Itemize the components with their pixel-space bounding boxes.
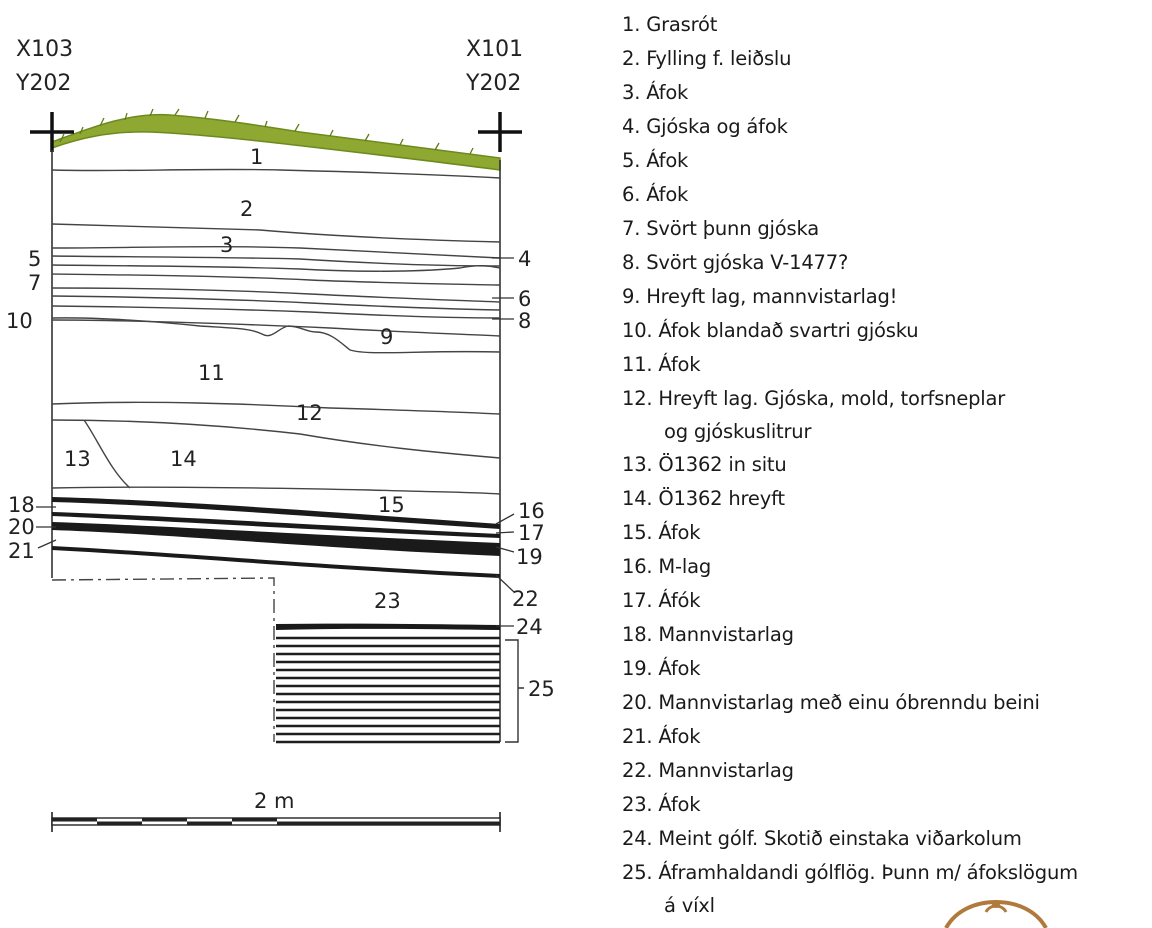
legend-text: 5. Áfok <box>622 149 689 172</box>
legend-text: 9. Hreyft lag, mannvistarlag! <box>622 285 898 308</box>
legend-text: 7. Svört þunn gjóska <box>622 217 819 240</box>
legend-text: 4. Gjóska og áfok <box>622 115 788 138</box>
leader-lines <box>36 257 515 627</box>
legend-item-2: 2. Fylling f. leiðslu <box>622 42 1147 76</box>
legend-text: 11. Áfok <box>622 353 701 376</box>
legend-item-14: 14. Ö1362 hreyft <box>622 482 1147 516</box>
legend-text: 2. Fylling f. leiðslu <box>622 47 792 70</box>
turf-texture <box>59 108 474 155</box>
legend-item-13: 13. Ö1362 in situ <box>622 448 1147 482</box>
layer-label-10: 10 <box>6 309 33 333</box>
legend-text: 21. Áfok <box>622 725 701 748</box>
layer-label-11: 11 <box>198 361 225 385</box>
datum-cross-left <box>30 112 74 152</box>
legend-item-16: 16. M-lag <box>622 550 1147 584</box>
legend-text: 16. M-lag <box>622 555 712 578</box>
legend-item-11: 11. Áfok <box>622 348 1147 382</box>
legend-text: 13. Ö1362 in situ <box>622 453 787 476</box>
legend-text: 6. Áfok <box>622 183 689 206</box>
layer-label-19: 19 <box>516 545 543 569</box>
legend-item-1: 1. Grasrót <box>622 8 1147 42</box>
layer-label-6: 6 <box>518 287 531 311</box>
legend-item-25: 25. Áframhaldandi gólflög. Þunn m/ áfoks… <box>622 856 1147 922</box>
legend-text: 3. Áfok <box>622 81 689 104</box>
layer-label-12: 12 <box>296 401 323 425</box>
excavation-limit <box>51 577 275 742</box>
layer-label-9: 9 <box>380 325 393 349</box>
legend-text: 12. Hreyft lag. Gjóska, mold, torfsnepla… <box>622 387 1006 410</box>
layer-label-4: 4 <box>518 247 531 271</box>
layer-label-23: 23 <box>374 589 401 613</box>
legend-item-3: 3. Áfok <box>622 76 1147 110</box>
layer-label-22: 22 <box>512 587 539 611</box>
coord-left-y: Y202 <box>15 71 71 96</box>
legend-item-7: 7. Svört þunn gjóska <box>622 212 1147 246</box>
legend-text: 17. Áfók <box>622 589 701 612</box>
legend-text: 25. Áframhaldandi gólflög. Þunn m/ áfoks… <box>622 861 1078 884</box>
layer-label-7: 7 <box>28 271 41 295</box>
layer-label-21: 21 <box>8 539 35 563</box>
dark-bands <box>52 497 500 578</box>
legend-item-20: 20. Mannvistarlag með einu óbrenndu bein… <box>622 686 1147 720</box>
layer-boundaries <box>51 168 501 495</box>
legend-item-4: 4. Gjóska og áfok <box>622 110 1147 144</box>
scale-bar <box>51 812 501 832</box>
legend-item-17: 17. Áfók <box>622 584 1147 618</box>
legend-text-continued: og gjóskuslitrur <box>664 420 812 443</box>
layer-label-15: 15 <box>378 493 405 517</box>
floor-layers-25 <box>276 636 500 744</box>
layer-legend: 1. Grasrót 2. Fylling f. leiðslu 3. Áfok… <box>622 8 1147 922</box>
coord-right-y: Y202 <box>465 71 521 96</box>
emblem-logo <box>944 899 1048 928</box>
legend-item-22: 22. Mannvistarlag <box>622 754 1147 788</box>
legend-text-continued: á víxl <box>664 894 715 917</box>
legend-text: 15. Áfok <box>622 521 701 544</box>
legend-text: 18. Mannvistarlag <box>622 623 794 646</box>
legend-text: 24. Meint gólf. Skotið einstaka viðarkol… <box>622 827 1022 850</box>
floor-24 <box>276 623 500 630</box>
legend-item-18: 18. Mannvistarlag <box>622 618 1147 652</box>
legend-text: 1. Grasrót <box>622 13 718 36</box>
legend-item-23: 23. Áfok <box>622 788 1147 822</box>
legend-item-9: 9. Hreyft lag, mannvistarlag! <box>622 280 1147 314</box>
turf-layer <box>51 113 501 171</box>
legend-text: 22. Mannvistarlag <box>622 759 794 782</box>
legend-item-8: 8. Svört gjóska V-1477? <box>622 246 1147 280</box>
legend-item-15: 15. Áfok <box>622 516 1147 550</box>
legend-item-12: 12. Hreyft lag. Gjóska, mold, torfsnepla… <box>622 382 1147 448</box>
datum-cross-right <box>478 112 522 152</box>
legend-item-5: 5. Áfok <box>622 144 1147 178</box>
legend-text: 20. Mannvistarlag með einu óbrenndu bein… <box>622 691 1040 714</box>
layer-label-3: 3 <box>220 233 233 257</box>
legend-item-6: 6. Áfok <box>622 178 1147 212</box>
layer-label-17: 17 <box>518 521 545 545</box>
section-drawing: X103 Y202 X101 Y202 <box>6 37 555 832</box>
legend-text: 14. Ö1362 hreyft <box>622 487 785 510</box>
layer-label-13: 13 <box>64 447 91 471</box>
layer-label-5: 5 <box>28 247 41 271</box>
scale-label: 2 m <box>254 789 295 813</box>
legend-text: 19. Áfok <box>622 657 701 680</box>
legend-item-21: 21. Áfok <box>622 720 1147 754</box>
legend-item-10: 10. Áfok blandað svartri gjósku <box>622 314 1147 348</box>
layer-label-8: 8 <box>518 309 531 333</box>
legend-item-24: 24. Meint gólf. Skotið einstaka viðarkol… <box>622 822 1147 856</box>
coord-left-x: X103 <box>16 37 73 62</box>
legend-text: 23. Áfok <box>622 793 701 816</box>
coord-right-x: X101 <box>466 37 523 62</box>
layer-label-24: 24 <box>516 615 543 639</box>
layer-label-1: 1 <box>250 145 263 169</box>
bracket-25 <box>505 639 524 743</box>
legend-text: 8. Svört gjóska V-1477? <box>622 251 849 274</box>
layer-label-16: 16 <box>518 499 545 523</box>
layer-label-18: 18 <box>8 493 35 517</box>
legend-item-19: 19. Áfok <box>622 652 1147 686</box>
legend-text: 10. Áfok blandað svartri gjósku <box>622 319 919 342</box>
layer-label-25: 25 <box>528 677 555 701</box>
layer-label-14: 14 <box>170 447 197 471</box>
layer-label-20: 20 <box>8 515 35 539</box>
layer-label-2: 2 <box>240 197 253 221</box>
